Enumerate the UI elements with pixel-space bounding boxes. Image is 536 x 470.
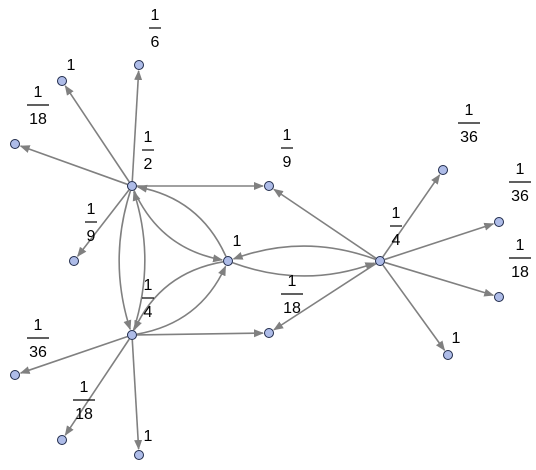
edge-B-to-b1 — [19, 335, 128, 374]
label-b3: 1 — [144, 428, 153, 445]
label-value: 1 — [452, 330, 461, 347]
label-numerator: 1 — [516, 161, 525, 178]
edge-D-to-a4 — [273, 188, 377, 259]
node-a5 — [69, 256, 79, 266]
label-d4: 1 — [452, 330, 461, 347]
node-b2 — [57, 435, 67, 445]
label-denominator: 18 — [75, 406, 93, 423]
node-b3 — [134, 450, 144, 460]
node-d3 — [494, 292, 504, 302]
label-value: 1 — [67, 57, 76, 74]
edge-D-to-d4 — [382, 264, 446, 351]
edge-D-to-d1 — [382, 174, 441, 258]
edge-D-to-d2 — [384, 222, 495, 261]
label-numerator: 1 — [144, 277, 153, 294]
label-denominator: 36 — [511, 188, 529, 205]
node-d1 — [438, 165, 448, 175]
edge-B-to-b3 — [131, 339, 143, 451]
label-b1: 1 36 — [27, 317, 49, 361]
label-denominator: 36 — [460, 129, 478, 146]
node-A — [127, 181, 137, 191]
edge-A-to-B — [118, 190, 132, 331]
node-a4 — [264, 181, 274, 191]
node-d2 — [494, 217, 504, 227]
label-a3: 1 18 — [27, 84, 49, 128]
label-denominator: 6 — [151, 34, 160, 51]
label-numerator: 1 — [34, 84, 43, 101]
label-numerator: 1 — [87, 201, 96, 218]
edge-B-to-b2 — [64, 338, 130, 436]
label-D: 14 — [390, 205, 402, 249]
nodes-layer — [10, 60, 504, 460]
edge-C-to-A — [136, 184, 227, 257]
node-d4 — [443, 350, 453, 360]
label-a1: 1 — [67, 57, 76, 74]
node-a2 — [134, 60, 144, 70]
node-b1 — [10, 370, 20, 380]
label-numerator: 1 — [80, 379, 89, 396]
label-numerator: 1 — [465, 102, 474, 119]
node-D — [375, 256, 385, 266]
node-B — [127, 330, 137, 340]
edge-A-to-a2 — [131, 69, 143, 182]
edge-C-to-D — [232, 261, 376, 277]
label-denominator: 9 — [87, 228, 96, 245]
label-d2: 1 36 — [509, 161, 531, 205]
label-value: 1 — [233, 233, 242, 250]
label-d3: 1 18 — [509, 237, 531, 281]
label-denominator: 18 — [29, 111, 47, 128]
label-denominator: 9 — [283, 154, 292, 171]
label-numerator: 1 — [288, 273, 297, 290]
edge-B-to-A — [132, 190, 146, 331]
edges-layer — [19, 69, 495, 451]
label-C: 1 — [233, 233, 242, 250]
edge-C-to-B — [133, 261, 224, 331]
edge-A-to-a3 — [19, 145, 128, 186]
label-d1: 1 36 — [458, 102, 480, 146]
edge-A-to-C — [133, 190, 224, 263]
edge-B-to-b4 — [136, 329, 265, 338]
label-B: 14 — [142, 277, 154, 321]
edge-B-to-C — [136, 265, 227, 335]
label-a5: 19 — [85, 201, 97, 245]
label-numerator: 1 — [151, 7, 160, 24]
label-numerator: 1 — [516, 237, 525, 254]
label-b2: 1 18 — [73, 379, 95, 423]
label-value: 1 — [144, 428, 153, 445]
label-denominator: 18 — [283, 300, 301, 317]
label-numerator: 1 — [34, 317, 43, 334]
edge-D-to-b4 — [273, 263, 377, 331]
node-C — [223, 256, 233, 266]
label-denominator: 18 — [511, 264, 529, 281]
label-denominator: 36 — [29, 344, 47, 361]
label-denominator: 2 — [144, 156, 153, 173]
label-numerator: 1 — [144, 129, 153, 146]
label-a4: 19 — [281, 127, 293, 171]
edge-D-to-C — [232, 245, 376, 261]
edge-A-to-a5 — [77, 189, 130, 258]
edge-D-to-d3 — [384, 261, 495, 297]
label-a2: 16 — [149, 7, 161, 51]
label-denominator: 4 — [392, 232, 401, 249]
label-b4: 1 18 — [281, 273, 303, 317]
label-denominator: 4 — [144, 304, 153, 321]
edge-A-to-a1 — [64, 85, 130, 183]
label-A: 12 — [142, 129, 154, 173]
label-numerator: 1 — [283, 127, 292, 144]
node-a3 — [10, 139, 20, 149]
node-b4 — [264, 328, 274, 338]
node-a1 — [57, 76, 67, 86]
label-numerator: 1 — [392, 205, 401, 222]
